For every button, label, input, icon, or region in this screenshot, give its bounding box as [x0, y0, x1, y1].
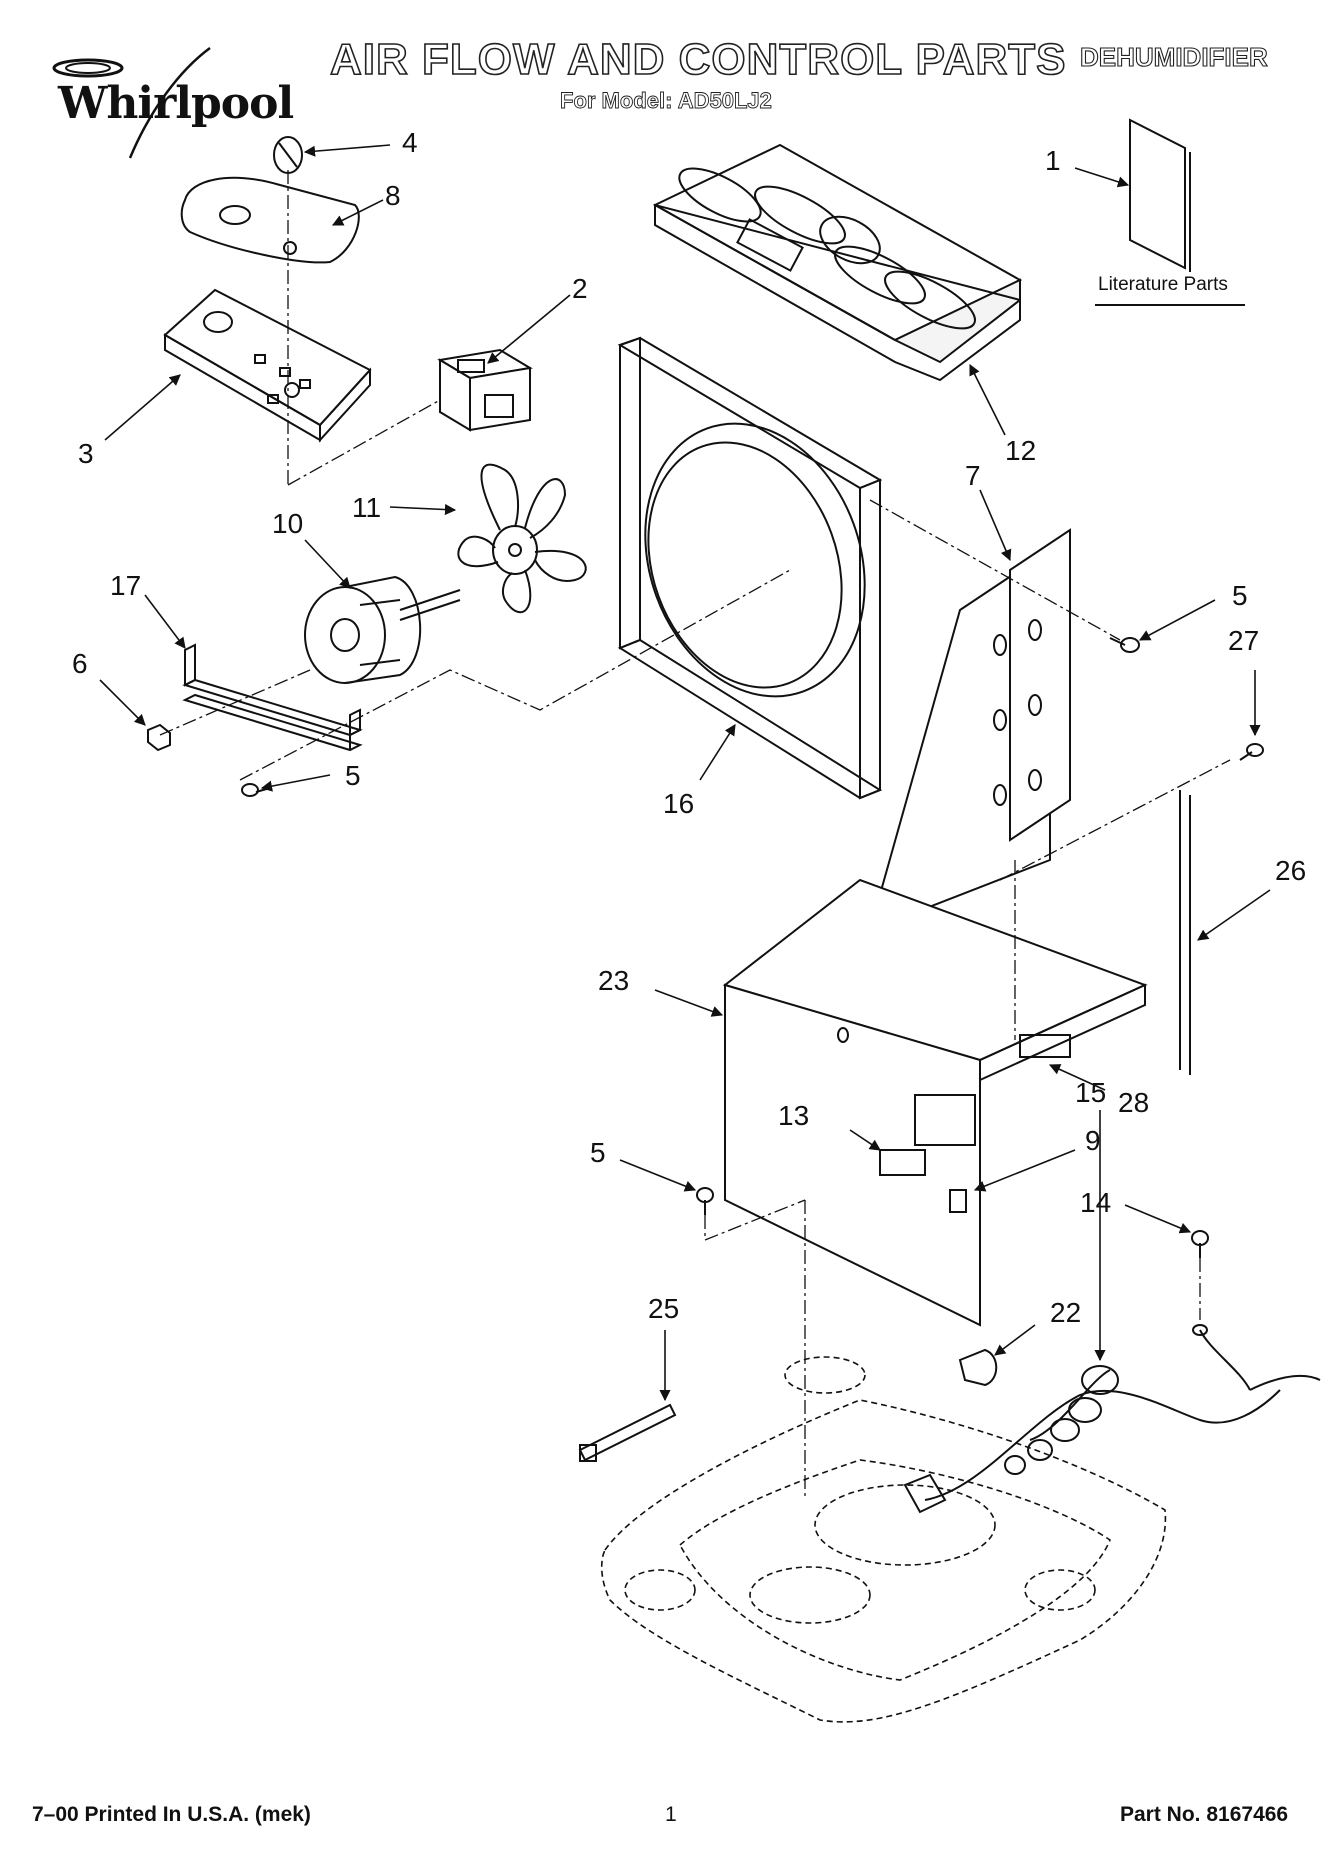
whirlpool-swirl-icon — [52, 46, 211, 159]
callout-13: 13 — [778, 1100, 809, 1131]
fan-blade-part — [457, 463, 587, 614]
callout-3: 3 — [78, 438, 94, 469]
callout-6: 6 — [72, 648, 88, 679]
model-subtitle: For Model: AD50LJ2 — [560, 88, 773, 114]
motor-bracket-part — [182, 643, 363, 752]
callout-12: 12 — [1005, 435, 1036, 466]
cable-tie-part — [578, 1403, 677, 1462]
print-info: 7–00 Printed In U.S.A. (mek) — [32, 1803, 311, 1826]
power-cord-part — [903, 1324, 1321, 1514]
category-label: DEHUMIDIFIER — [1079, 41, 1268, 72]
arrow-13 — [849, 1129, 881, 1151]
control-panel-part — [163, 288, 372, 443]
arrow-22 — [994, 1324, 1036, 1356]
arrow-10 — [304, 539, 351, 589]
callout-16: 16 — [663, 788, 694, 819]
control-knob-part — [273, 136, 303, 174]
arrow-3 — [104, 374, 181, 441]
fan-motor-part — [304, 575, 461, 684]
control-panel-cover-part — [180, 176, 360, 264]
arrow-5b — [260, 774, 331, 792]
arrow-16 — [699, 724, 736, 781]
part-number: Part No. 8167466 — [1120, 1803, 1289, 1826]
arrow-17 — [144, 594, 186, 649]
callout-22: 22 — [1050, 1297, 1081, 1328]
shroud-frame-part — [617, 336, 883, 800]
callout-5c: 5 — [590, 1137, 606, 1168]
arrow-26 — [1197, 889, 1271, 941]
brand-name: Whirlpool — [58, 78, 294, 129]
page-number: 1 — [665, 1803, 677, 1826]
arrow-1 — [1074, 167, 1130, 188]
callout-10: 10 — [272, 508, 303, 539]
callout-11: 11 — [352, 492, 381, 523]
arrow-6 — [99, 679, 146, 726]
literature-parts-label: Literature Parts — [1098, 274, 1228, 295]
arrow-8 — [331, 199, 384, 226]
arrow-12 — [969, 363, 1006, 436]
arrow-4 — [303, 144, 391, 157]
arrow-9 — [973, 1149, 1076, 1192]
literature-booklet — [1095, 118, 1245, 306]
arrow-23 — [654, 989, 724, 1017]
support-rod-part — [1179, 790, 1191, 1075]
callout-5b: 5 — [345, 760, 361, 791]
arrow-28 — [1048, 1064, 1106, 1091]
base-pan-outline — [600, 1356, 1167, 1723]
callout-2: 2 — [572, 273, 588, 304]
arrow-7 — [979, 489, 1012, 562]
arrow-5a — [1139, 599, 1216, 641]
callout-labels: 1 2 3 4 5 5 5 6 7 8 9 10 11 12 13 14 15 … — [72, 127, 1306, 1328]
arrow-14 — [1124, 1204, 1192, 1234]
callout-9: 9 — [1085, 1125, 1101, 1156]
callout-1: 1 — [1045, 145, 1061, 176]
arrow-5c — [619, 1159, 697, 1192]
callout-25: 25 — [648, 1293, 679, 1324]
switch-part — [437, 348, 533, 432]
callout-27: 27 — [1228, 625, 1259, 656]
cabinet-chassis-part — [722, 878, 1148, 1327]
whirlpool-logo: Whirlpool — [30, 40, 294, 160]
screw-part-27 — [1239, 743, 1264, 761]
callout-15: 15 — [1075, 1077, 1106, 1108]
callout-28: 28 — [1118, 1087, 1149, 1118]
callout-7: 7 — [965, 460, 981, 491]
arrow-11 — [389, 503, 457, 516]
nut-part — [147, 723, 171, 752]
callout-14: 14 — [1080, 1187, 1111, 1218]
screw-part-lower-left — [241, 783, 271, 797]
callout-17: 17 — [110, 570, 141, 601]
callout-23: 23 — [598, 965, 629, 996]
screw-part-right — [1109, 637, 1140, 653]
page-title: AIR FLOW AND CONTROL PARTS — [329, 34, 1067, 85]
clip-part — [958, 1348, 998, 1387]
evaporator-plate-part — [868, 528, 1071, 932]
top-cover-part — [652, 143, 1023, 382]
arrow-2 — [487, 294, 571, 364]
callout-8: 8 — [385, 180, 401, 211]
screw-part-lower — [696, 1187, 714, 1215]
callout-26: 26 — [1275, 855, 1306, 886]
screw-part-14 — [1191, 1230, 1209, 1258]
callout-5a: 5 — [1232, 580, 1248, 611]
callout-4: 4 — [402, 127, 418, 158]
